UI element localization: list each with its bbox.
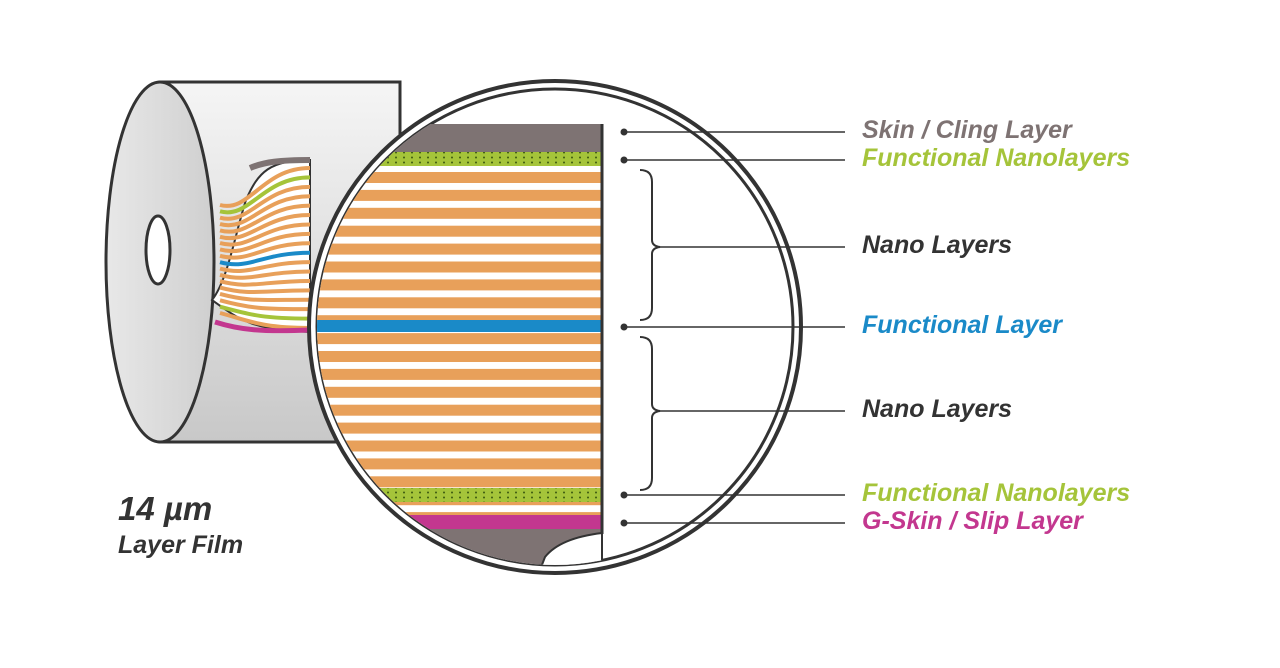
nano-layer-band <box>317 476 602 488</box>
nano-layer-band <box>317 297 602 309</box>
leader-lines <box>620 128 845 527</box>
film-strand <box>219 278 311 287</box>
leader-dot-0 <box>620 128 628 136</box>
label-functional: Functional Layer <box>862 311 1063 339</box>
peeled-corner <box>538 531 603 565</box>
nano-layer-band <box>317 368 602 380</box>
film-strand <box>219 269 311 280</box>
film-strand <box>219 194 311 228</box>
nano-layer-band <box>317 172 602 183</box>
unwrapping-film-layers <box>210 157 311 334</box>
label-nano_top: Nano Layers <box>862 231 1013 259</box>
film-strand <box>219 285 311 295</box>
film-roll <box>104 80 402 444</box>
film-strand <box>219 184 311 221</box>
film-strand <box>219 298 311 312</box>
nano-layer-band <box>317 333 602 345</box>
nano-layer-band <box>317 189 602 201</box>
leader-dot-5 <box>620 491 628 499</box>
nano-layer-band <box>317 225 602 237</box>
nano-layer-band <box>317 458 602 470</box>
film-strand <box>219 260 311 273</box>
leader-dot-1 <box>620 156 628 164</box>
leader-dot-3 <box>620 323 628 331</box>
label-gskin: G-Skin / Slip Layer <box>862 507 1083 535</box>
functional-nanolayers-bottom-band <box>317 488 602 502</box>
nano-layer-band <box>317 261 602 273</box>
film-thickness: 14 µm <box>118 490 213 527</box>
film-name: Layer Film <box>118 531 244 559</box>
film-strand <box>219 213 311 241</box>
film-strand <box>219 304 311 321</box>
film-strand <box>219 292 311 303</box>
film-strand <box>219 231 311 254</box>
nano-layer-band <box>317 279 602 291</box>
leader-dot-6 <box>620 519 628 527</box>
film-strand-skin <box>248 157 311 171</box>
roll-core-hole <box>144 214 172 286</box>
nano-layer-band <box>317 404 602 416</box>
nano-layer-band <box>317 386 602 398</box>
nano-layer-band <box>317 207 602 219</box>
nano-layer-band <box>317 351 602 362</box>
nano-layer-band <box>317 243 602 255</box>
label-skin: Skin / Cling Layer <box>862 116 1072 144</box>
film-strand <box>219 222 311 247</box>
nano-layer-band <box>317 422 602 434</box>
film-strand <box>219 241 311 260</box>
label-functional_nano_bottom: Functional Nanolayers <box>862 479 1131 507</box>
label-functional_nano_top: Functional Nanolayers <box>862 144 1131 172</box>
label-nano_bottom: Nano Layers <box>862 395 1013 423</box>
film-strand <box>219 250 311 267</box>
film-strand <box>219 166 311 208</box>
film-strand <box>219 203 311 234</box>
g-skin-layer-band <box>317 515 602 529</box>
nano-layer-band <box>317 440 602 452</box>
film-strand-g-skin <box>214 319 311 334</box>
film-strand <box>219 175 311 215</box>
functional-layer-band <box>317 320 602 332</box>
film-strand <box>219 311 311 330</box>
